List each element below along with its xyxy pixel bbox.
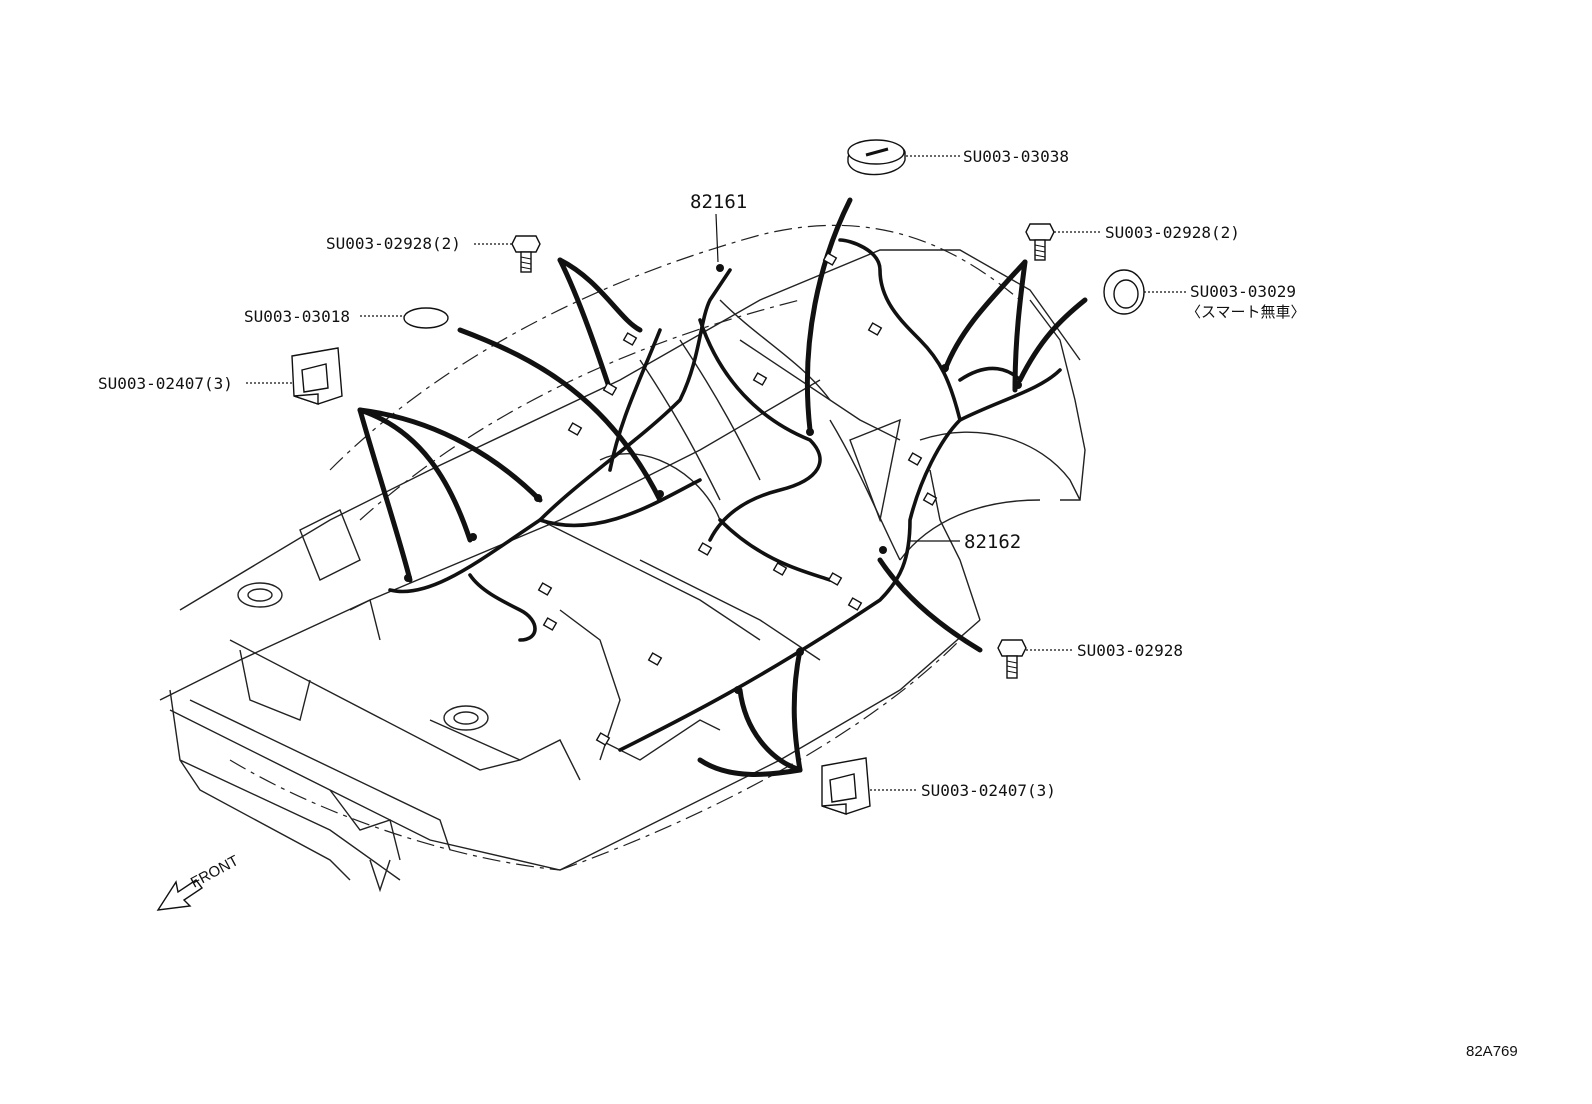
diagram-labels: 82161 82162 SU003-03038 SU003-02928(2) S… [98,147,1518,1060]
label-plug-oval: SU003-03018 [244,307,350,326]
plug-cap-icon [847,139,906,176]
label-clip-left: SU003-02407(3) [98,374,233,393]
clip-icon-left [291,347,343,405]
label-grommet-right: SU003-03029 [1190,282,1296,301]
label-bolt-right-top: SU003-02928(2) [1105,223,1240,242]
bolt-icon-right-top [1025,223,1055,261]
clip-icon-bottom [821,757,871,815]
front-label: FRONT [188,852,242,891]
leader-lines [246,155,1188,791]
part-number-82162: 82162 [964,531,1021,553]
wire-harness-82162 [618,197,1088,777]
bolt-icon-right-bottom [997,639,1027,679]
oval-plug-icon [403,307,449,329]
label-grommet-note: 〈スマート無車〉 [1186,303,1306,321]
label-bolt-left: SU003-02928(2) [326,234,461,253]
car-body-outline [159,224,1086,893]
label-clip-bottom: SU003-02407(3) [921,781,1056,800]
wire-harness-82161 [357,257,822,642]
grommet-icon [1103,269,1145,315]
figure-code: 82A769 [1466,1043,1518,1060]
harness-connectors [404,264,1022,694]
connector-plugs [537,252,938,746]
bolt-icon-left [511,235,541,273]
label-plug-top: SU003-03038 [963,147,1069,166]
part-number-82161: 82161 [690,191,747,213]
front-direction-arrow [156,879,204,911]
label-bolt-right-bottom: SU003-02928 [1077,641,1183,660]
